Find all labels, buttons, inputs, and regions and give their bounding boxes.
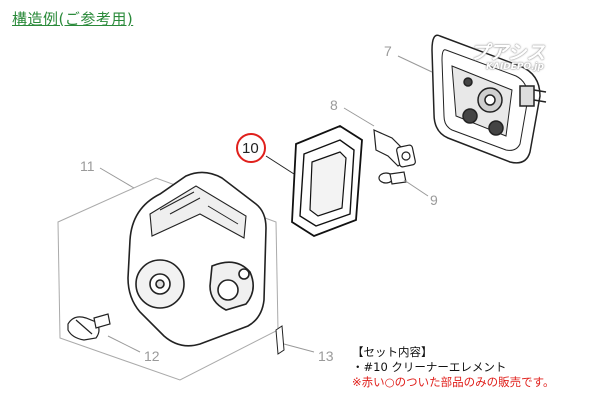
leader-line-9: [403, 179, 429, 197]
watermark-line-1: プアシス: [470, 42, 546, 64]
part-number-9: 9: [430, 192, 438, 208]
set-contents-heading: 【セット内容】: [352, 345, 433, 359]
part-12-knob: [67, 313, 111, 341]
watermark-logo: プアシス KAIDEPO.jp: [470, 38, 545, 72]
part-10-cleaner-element: [291, 124, 363, 238]
part-number-7: 7: [384, 43, 392, 59]
leader-line-10: [265, 155, 295, 175]
part-number-13: 13: [318, 348, 334, 364]
part-number-8: 8: [330, 97, 338, 113]
sale-note: ※赤い○のついた部品のみの販売です。: [352, 375, 555, 389]
part-9-bolt: [378, 171, 407, 185]
set-contents-item: ・#10 クリーナーエレメント: [352, 360, 507, 374]
part-number-11: 11: [80, 158, 95, 174]
highlight-circle-10: [236, 133, 266, 163]
leader-line-7: [397, 55, 433, 73]
part-number-10: 10: [242, 140, 259, 157]
part-8-bracket: [373, 129, 416, 168]
leader-line-12: [107, 335, 141, 353]
part-11-cleaner-cover: [127, 171, 267, 347]
leader-line-13: [283, 343, 315, 353]
leader-line-11: [99, 167, 135, 189]
page-title: 構造例(ご参考用): [12, 10, 134, 28]
part-7-base-plate: [431, 34, 547, 164]
set-contents-note: 【セット内容】 ・#10 クリーナーエレメント ※赤い○のついた部品のみの販売で…: [352, 345, 555, 390]
watermark-line-2: KAIDEPO.jp: [486, 62, 544, 72]
leader-line-8: [343, 107, 375, 127]
part-number-12: 12: [144, 348, 160, 364]
part-13-gasket: [275, 325, 285, 355]
